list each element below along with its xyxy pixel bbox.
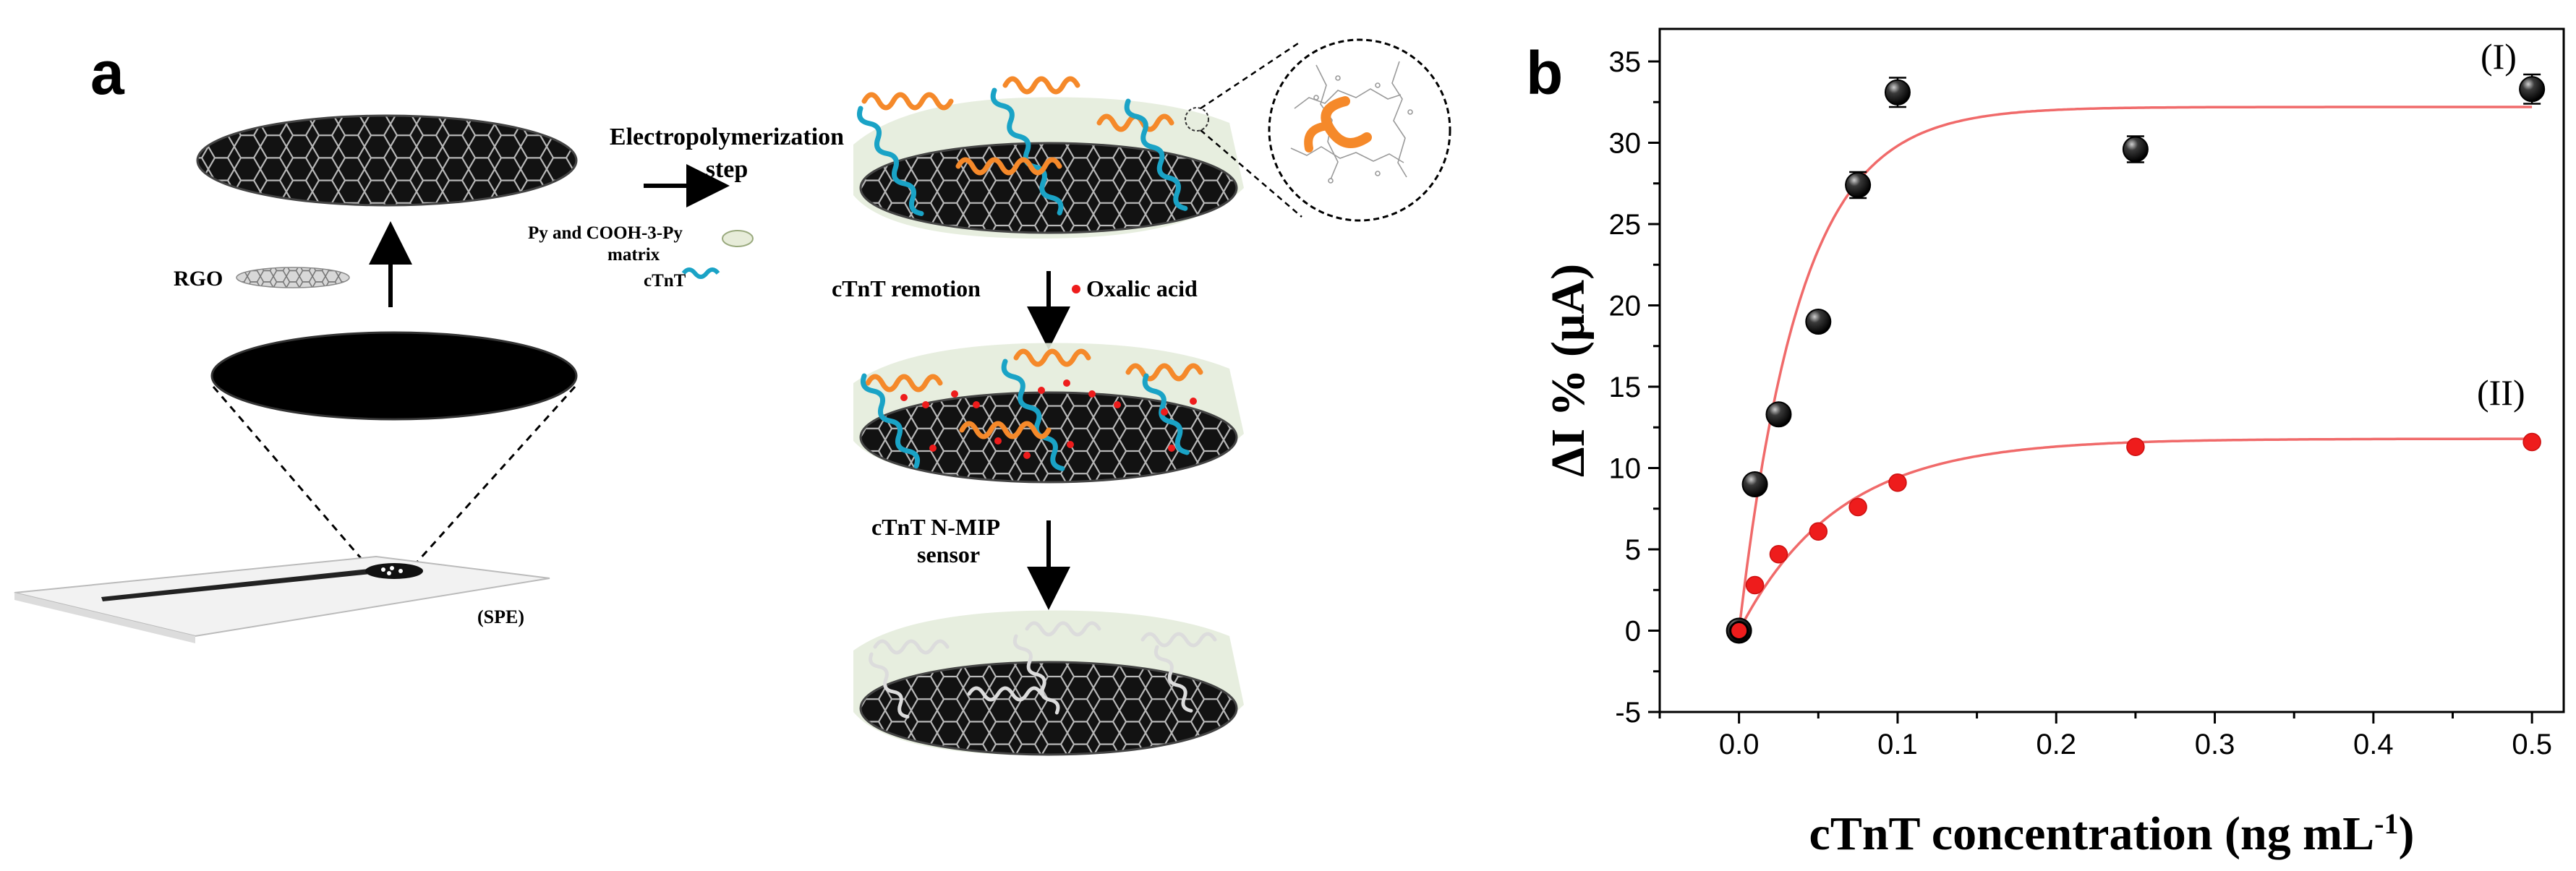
x-tick-label: 0.5 [2512,729,2552,760]
zoom-line-bottom [1200,129,1302,218]
spe-label: (SPE) [477,606,524,627]
electrode-template-removal [853,343,1244,484]
y-tick-label: 15 [1609,372,1642,403]
electropolymerization-label: Electropolymerization [610,124,844,150]
panel-a-letter: a [90,39,125,107]
bare-electrode [210,331,578,421]
data-point-series-II [1809,522,1828,541]
spe-strip [14,555,550,643]
data-point-series-II [1769,545,1788,564]
data-point-series-I [1845,172,1872,198]
y-tick-label: 30 [1609,128,1642,160]
py-matrix-label-line1: Py and COOH-3-Py [528,223,683,243]
rgo-electrode-top [196,114,578,207]
data-point-series-II [1729,621,1749,640]
remotion-label: cTnT remotion [832,275,981,301]
fit-curve-I [1737,106,2533,631]
series-label-I: (I) [2481,36,2517,77]
data-point-series-II [1848,497,1867,517]
zoom-bubble [1268,38,1451,222]
y-axis-label: ΔI % (μA) [1542,264,1595,477]
oxalic-acid-icon [1072,285,1080,293]
x-tick-label: 0.4 [2353,729,2394,760]
y-tick-label: 20 [1609,291,1642,322]
calibration-chart: -5 0 5 10 15 20 25 30 35 0.0 0.1 0.2 0.3 0.4 0.5 cTnT c… [1542,27,2565,861]
fit-curve-II [1738,437,2533,632]
x-tick-label: 0.2 [2036,729,2076,760]
rgo-flake [236,267,350,288]
py-matrix-label-line2: matrix [607,245,660,265]
y-tick-label: -5 [1615,697,1641,729]
data-point-series-I [1884,79,1911,106]
projection-line-left [212,386,370,568]
electrode-with-template [853,76,1244,239]
y-tick-label: 5 [1625,534,1641,566]
panel-b-chart: b -5 0 5 10 15 20 25 30 35 0.0 0.1 0.2 0.3 0.4 0.5 cTnT… [1526,27,2565,861]
x-axis-label: cTnT concentration (ng mL-1) [1809,807,2415,861]
panel-b-letter: b [1526,39,1563,107]
y-tick-label: 10 [1609,453,1642,485]
x-tick-label: 0.0 [1719,729,1760,760]
data-point-series-I [1805,309,1832,335]
data-point-series-I [2519,76,2546,103]
data-point-series-I [2122,136,2149,163]
sensor-label-line1: cTnT N-MIP [871,514,1000,540]
projection-line-right [411,385,576,569]
x-tick-label: 0.3 [2195,729,2235,760]
electrode-final-sensor [853,610,1244,756]
data-point-series-II [1888,473,1907,492]
py-matrix-icon [722,230,754,247]
data-point-series-II [2522,432,2541,452]
oxalic-acid-label: Oxalic acid [1086,275,1198,301]
step-label: step [706,156,749,183]
series-label-II: (II) [2477,372,2525,413]
data-point-series-I [1741,471,1768,497]
data-point-series-II [1745,575,1765,595]
y-tick-label: 0 [1625,616,1641,648]
plot-frame [1658,27,2565,713]
sensor-label-line2: sensor [917,541,980,567]
ctnt-icon [681,267,720,279]
data-point-series-II [2126,437,2145,456]
panel-a-schematic: a RGO (SPE) Electropolymerization step [14,38,1451,756]
ctnt-legend-label: cTnT [644,271,686,291]
x-tick-label: 0.1 [1877,729,1918,760]
y-tick-label: 35 [1609,46,1642,78]
data-point-series-I [1765,401,1792,428]
y-tick-label: 25 [1609,209,1642,241]
rgo-label: RGO [174,267,223,291]
